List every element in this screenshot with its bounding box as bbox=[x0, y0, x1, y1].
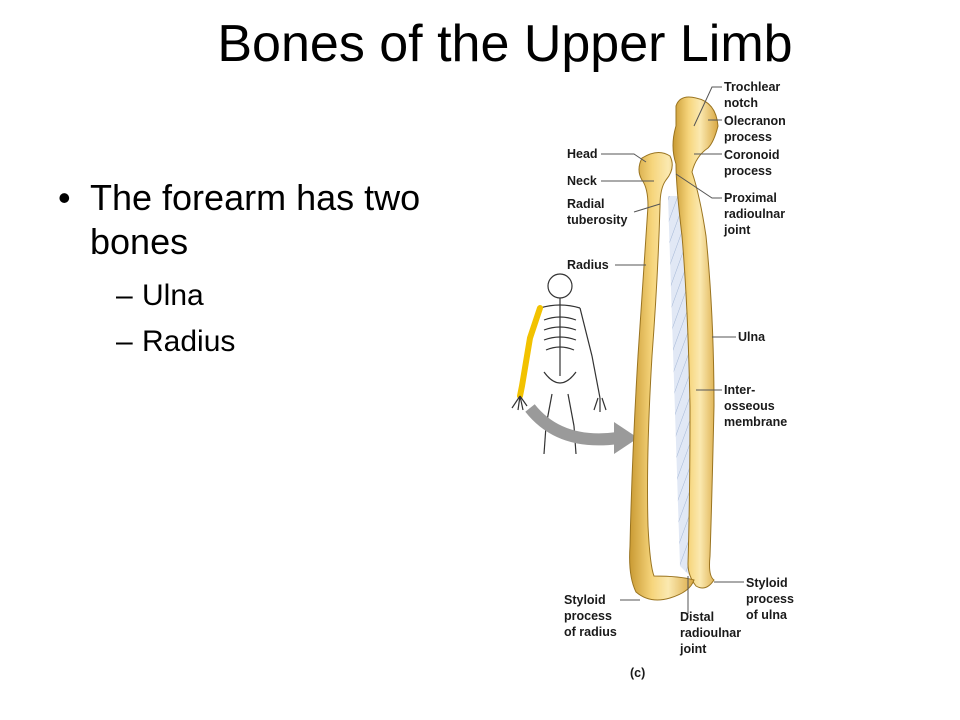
sub-bullet-text: Ulna bbox=[142, 279, 204, 312]
label-distal-radioulnar-joint: Distal radioulnar joint bbox=[679, 610, 745, 656]
label-trochlear-notch: Trochlear notch bbox=[724, 80, 784, 110]
forearm-diagram: Head Neck Radial tuberosity Radius Stylo… bbox=[500, 76, 820, 686]
leader-proximal-joint bbox=[675, 173, 722, 199]
label-styloid-process-ulna: Styloid process of ulna bbox=[746, 576, 797, 622]
label-interosseous-membrane: Inter- osseous membrane bbox=[724, 383, 787, 429]
sub-bullet-ulna: – Ulna bbox=[58, 278, 498, 314]
slide-title: Bones of the Upper Limb bbox=[217, 15, 793, 73]
leader-trochlear bbox=[693, 86, 722, 127]
dash-marker: – bbox=[116, 325, 133, 358]
sub-bullet-text: Radius bbox=[142, 325, 236, 358]
label-styloid-process-radius: Styloid process of radius bbox=[564, 593, 617, 639]
leader-radial-tuberosity bbox=[633, 203, 661, 213]
skeleton-icon bbox=[539, 273, 607, 455]
leader-head bbox=[601, 153, 647, 163]
pointer-arrow bbox=[525, 404, 619, 446]
label-radius: Radius bbox=[567, 258, 609, 272]
label-head: Head bbox=[567, 147, 598, 161]
bullet-list: • The forearm has two bones – Ulna – Rad… bbox=[58, 176, 498, 360]
dash-marker: – bbox=[116, 279, 133, 312]
radius-bone bbox=[629, 152, 695, 601]
highlighted-arm bbox=[517, 305, 543, 399]
bullet-dot: • bbox=[58, 177, 71, 218]
sub-bullet-radius: – Radius bbox=[58, 324, 498, 360]
pointer-arrowhead bbox=[614, 422, 638, 454]
bullet-item: • The forearm has two bones bbox=[58, 176, 498, 264]
figure-panel-label: (c) bbox=[630, 666, 645, 680]
label-ulna: Ulna bbox=[738, 330, 766, 344]
label-neck: Neck bbox=[567, 174, 597, 188]
hand-icon bbox=[511, 395, 528, 411]
label-coronoid-process: Coronoid process bbox=[724, 148, 783, 178]
label-proximal-radioulnar-joint: Proximal radioulnar joint bbox=[723, 191, 789, 237]
label-olecranon-process: Olecranon process bbox=[724, 114, 789, 144]
bullet-text: The forearm has two bones bbox=[90, 177, 421, 262]
label-radial-tuberosity: Radial tuberosity bbox=[567, 197, 627, 227]
ulna-bone bbox=[672, 96, 719, 589]
